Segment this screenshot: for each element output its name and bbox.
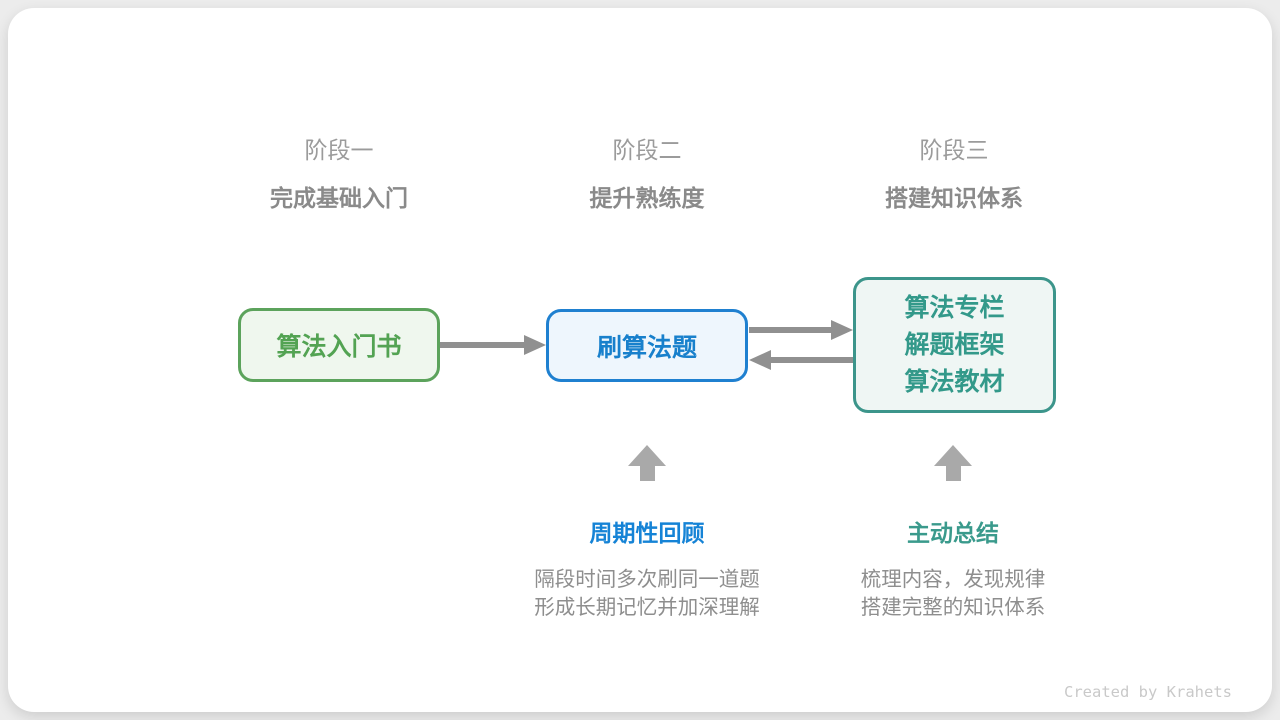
arrow-node2-to-node3-icon <box>749 320 853 340</box>
stage-1-label: 阶段一 <box>304 137 374 163</box>
annotation-desc-line: 隔段时间多次刷同一道题 <box>534 568 760 591</box>
annotation-active-summary: 主动总结 梳理内容，发现规律 搭建完整的知识体系 <box>763 519 1143 621</box>
annotation-desc-line: 形成长期记忆并加深理解 <box>534 595 760 619</box>
node-label: 算法入门书 <box>276 333 402 361</box>
stage-2-subtitle: 提升熟练度 <box>589 185 705 211</box>
annotation-description: 梳理内容，发现规律 搭建完整的知识体系 <box>763 566 1143 621</box>
node-practice-problems: 刷算法题 <box>546 309 748 382</box>
node-label: 算法专栏 <box>904 293 1005 322</box>
up-arrow-to-node3-icon <box>934 445 972 481</box>
annotation-periodic-review: 周期性回顾 隔段时间多次刷同一道题 形成长期记忆并加深理解 <box>457 519 837 621</box>
stage-2-label: 阶段二 <box>612 137 682 163</box>
arrow-node1-to-node2-icon <box>440 335 546 355</box>
stage-1-header: 阶段一 完成基础入门 <box>179 136 499 212</box>
stage-3-header: 阶段三 搭建知识体系 <box>794 136 1114 212</box>
annotation-desc-line: 梳理内容，发现规律 <box>860 568 1046 591</box>
arrow-node3-to-node2-icon <box>749 350 853 370</box>
up-arrow-head <box>628 445 666 466</box>
slide-card: 阶段一 完成基础入门 阶段二 提升熟练度 阶段三 搭建知识体系 算法入门书 刷算… <box>8 8 1272 712</box>
annotation-description: 隔段时间多次刷同一道题 形成长期记忆并加深理解 <box>457 566 837 621</box>
node-label: 解题框架 <box>904 330 1005 359</box>
stage-3-label: 阶段三 <box>919 137 989 163</box>
stage-3-subtitle: 搭建知识体系 <box>885 185 1023 211</box>
node-algorithm-intro-book: 算法入门书 <box>238 308 440 382</box>
annotation-title: 周期性回顾 <box>589 520 705 546</box>
credit-text: Created by Krahets <box>1064 683 1232 701</box>
up-arrow-to-node2-icon <box>628 445 666 481</box>
up-arrow-stem <box>945 466 961 481</box>
stage-1-subtitle: 完成基础入门 <box>270 185 408 211</box>
annotation-desc-line: 搭建完整的知识体系 <box>860 595 1046 619</box>
up-arrow-stem <box>639 466 655 481</box>
node-label: 算法教材 <box>904 367 1005 396</box>
up-arrow-head <box>934 445 972 466</box>
annotation-title: 主动总结 <box>907 520 999 546</box>
node-label: 刷算法题 <box>596 333 697 362</box>
stage-2-header: 阶段二 提升熟练度 <box>487 136 807 212</box>
node-knowledge-resources: 算法专栏 解题框架 算法教材 <box>853 277 1056 413</box>
